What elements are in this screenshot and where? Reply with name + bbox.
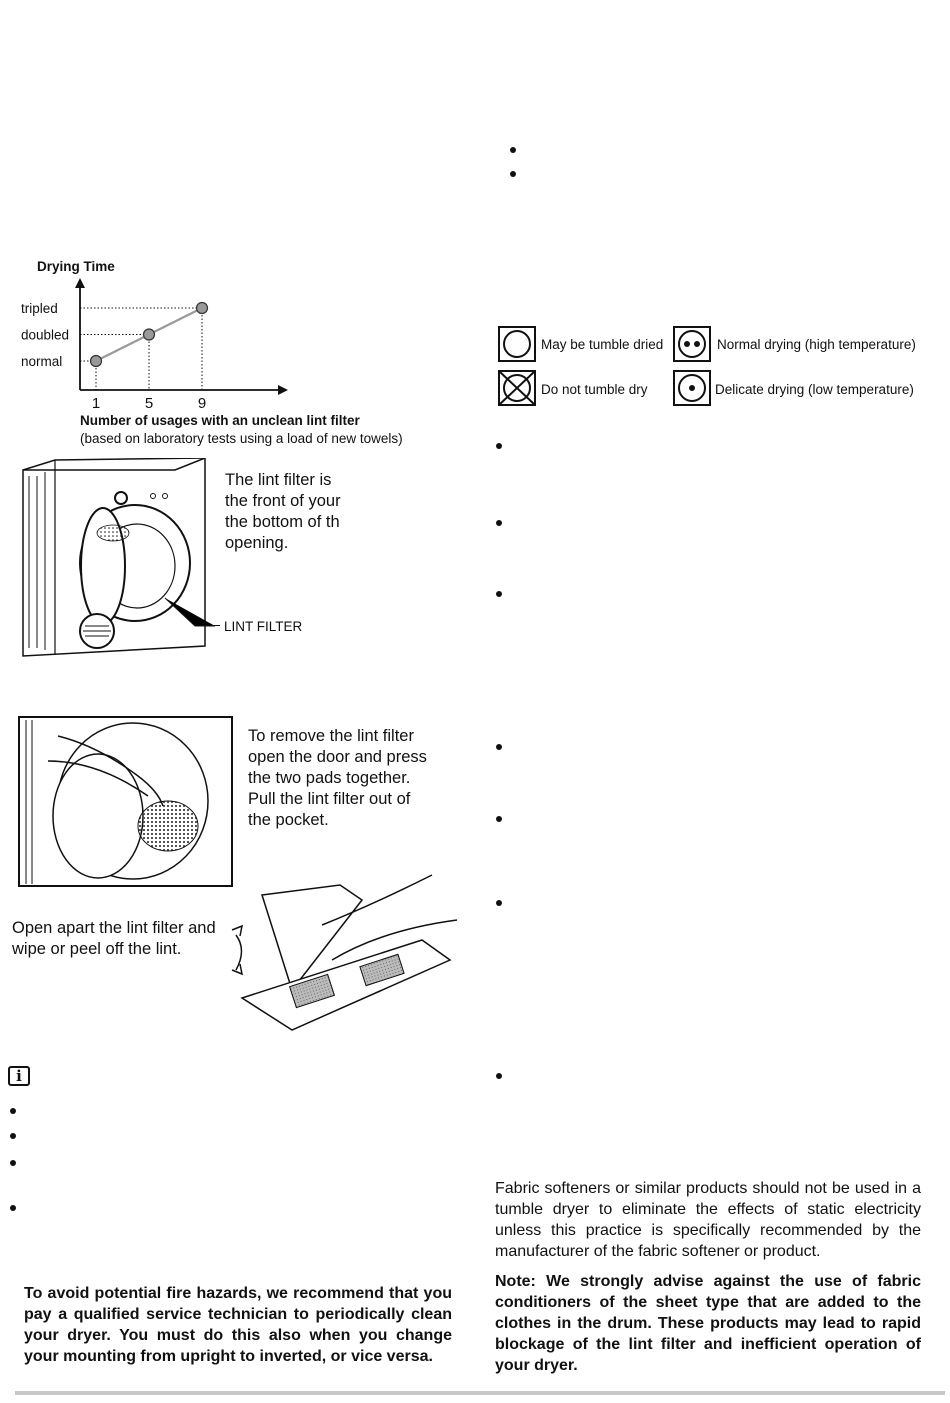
x-tick-label: 5	[145, 395, 153, 412]
x-tick-label: 1	[92, 395, 100, 412]
page-bottom-rule	[15, 1391, 945, 1395]
open-filter-text: Open apart the lint filter and wipe or p…	[12, 919, 216, 958]
bullet	[496, 816, 502, 822]
symbol-label-delicate: Delicate drying (low temperature)	[715, 382, 914, 397]
normal-drying-icon	[673, 326, 711, 362]
bullet	[496, 744, 502, 750]
dryer-front-image	[22, 458, 215, 657]
dryer-text: The lint filter is the front of your the…	[225, 471, 341, 552]
y-tick-label: tripled	[21, 301, 58, 316]
fabric-softener-text: Fabric softeners or similar products sho…	[495, 1180, 921, 1260]
remove-filter-text: To remove the lint filter open the door …	[248, 727, 427, 829]
bullet	[10, 1160, 16, 1166]
open-filter-image	[231, 874, 458, 1031]
bullet	[510, 171, 516, 177]
info-icon: i	[8, 1066, 30, 1086]
y-tick-label: doubled	[21, 328, 69, 343]
symbol-label-may: May be tumble dried	[541, 337, 664, 352]
fire-hazard-warning: To avoid potential fire hazards, we reco…	[24, 1285, 452, 1365]
bullet	[496, 591, 502, 597]
tumble-dry-allowed-icon	[498, 326, 536, 362]
sheet-conditioner-note: Note: We strongly advise against the use…	[495, 1273, 921, 1374]
data-point	[142, 328, 156, 341]
bullet	[10, 1205, 16, 1211]
lint-filter-label: LINT FILTER	[224, 619, 303, 634]
symbol-label-normal: Normal drying (high temperature)	[717, 337, 916, 352]
chart-xlabel: Number of usages with an unclean lint fi…	[80, 413, 360, 428]
data-point	[89, 354, 103, 368]
bullet	[496, 443, 502, 449]
symbol-label-not: Do not tumble dry	[541, 382, 648, 397]
x-axis-arrow	[278, 385, 288, 395]
bullet	[510, 147, 516, 153]
bullet	[496, 900, 502, 906]
chart-note: (based on laboratory tests using a load …	[80, 431, 403, 446]
y-axis-arrow	[75, 278, 85, 288]
bullet	[10, 1133, 16, 1139]
bullet	[496, 1073, 502, 1079]
lint-filter-leader-line	[200, 625, 220, 626]
remove-filter-image	[18, 716, 233, 887]
do-not-tumble-dry-icon	[498, 370, 536, 406]
chart-title: Drying Time	[37, 259, 115, 274]
y-tick-label: normal	[21, 354, 62, 369]
data-point	[195, 301, 209, 315]
x-tick-label: 9	[198, 395, 206, 412]
chart-plot: normal doubled tripled 1 5 9	[21, 278, 288, 412]
bullet	[496, 520, 502, 526]
delicate-drying-icon	[673, 370, 711, 406]
bullet	[10, 1108, 16, 1114]
